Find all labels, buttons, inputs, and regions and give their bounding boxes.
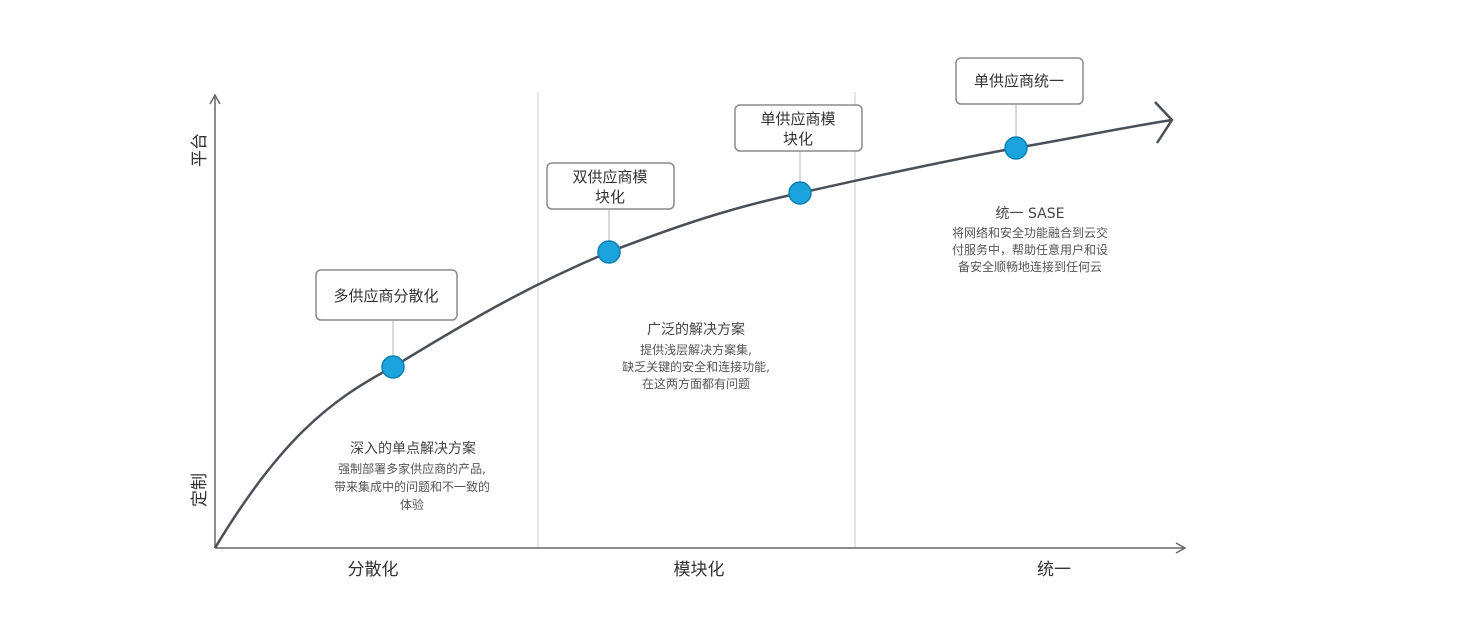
svg-text:统一 SASE: 统一 SASE bbox=[996, 206, 1065, 222]
svg-text:强制部署多家供应商的产品,: 强制部署多家供应商的产品, bbox=[338, 461, 486, 476]
x-axis-label-unified: 统一 bbox=[1037, 560, 1071, 580]
y-axis-top-label: 平台 bbox=[190, 133, 210, 167]
svg-text:提供浅层解决方案集,: 提供浅层解决方案集, bbox=[640, 342, 752, 357]
x-axis-label-decentralized: 分散化 bbox=[348, 560, 399, 580]
svg-text:付服务中，帮助任意用户和设: 付服务中，帮助任意用户和设 bbox=[952, 242, 1108, 257]
svg-text:深入的单点解决方案: 深入的单点解决方案 bbox=[350, 440, 476, 457]
svg-text:体验: 体验 bbox=[400, 497, 424, 512]
svg-text:缺乏关键的安全和连接功能,: 缺乏关键的安全和连接功能, bbox=[622, 359, 770, 374]
stage-dot bbox=[597, 240, 621, 264]
x-axis-arrow-icon bbox=[1175, 542, 1187, 554]
description-broad-solutions: 广泛的解决方案 提供浅层解决方案集, 缺乏关键的安全和连接功能, 在这两方面都有… bbox=[622, 321, 770, 391]
svg-text:在这两方面都有问题: 在这两方面都有问题 bbox=[642, 376, 750, 391]
stage-dot bbox=[381, 355, 405, 379]
description-point-solutions: 深入的单点解决方案 强制部署多家供应商的产品, 带来集成中的问题和不一致的 体验 bbox=[334, 440, 490, 512]
stage-dot bbox=[788, 181, 812, 205]
svg-text:单供应商模: 单供应商模 bbox=[760, 110, 835, 128]
stage-dot bbox=[1004, 136, 1028, 160]
stage-multi-vendor: 多供应商分散化 bbox=[315, 269, 458, 379]
svg-text:块化: 块化 bbox=[595, 188, 625, 206]
svg-text:多供应商分散化: 多供应商分散化 bbox=[333, 287, 438, 305]
svg-text:双供应商模: 双供应商模 bbox=[572, 168, 647, 186]
svg-text:单供应商统一: 单供应商统一 bbox=[974, 72, 1064, 90]
svg-text:将网络和安全功能融合到云交: 将网络和安全功能融合到云交 bbox=[952, 225, 1108, 240]
y-axis-bottom-label: 定制 bbox=[190, 473, 210, 507]
y-axis-arrow-icon bbox=[209, 93, 221, 105]
svg-text:带来集成中的问题和不一致的: 带来集成中的问题和不一致的 bbox=[334, 479, 490, 494]
svg-text:块化: 块化 bbox=[783, 130, 813, 148]
description-unified-sase: 统一 SASE 将网络和安全功能融合到云交 付服务中，帮助任意用户和设 备安全顺… bbox=[952, 206, 1108, 274]
svg-text:广泛的解决方案: 广泛的解决方案 bbox=[647, 321, 745, 338]
stage-single-vendor-unified: 单供应商统一 bbox=[955, 57, 1084, 160]
stage-dual-vendor: 双供应商模 块化 bbox=[546, 162, 675, 264]
curve-arrow-icon bbox=[1154, 101, 1174, 144]
svg-text:备安全顺畅地连接到任何云: 备安全顺畅地连接到任何云 bbox=[958, 259, 1102, 274]
stage-single-vendor-modular: 单供应商模 块化 bbox=[734, 104, 863, 205]
x-axis-label-modular: 模块化 bbox=[674, 560, 725, 580]
